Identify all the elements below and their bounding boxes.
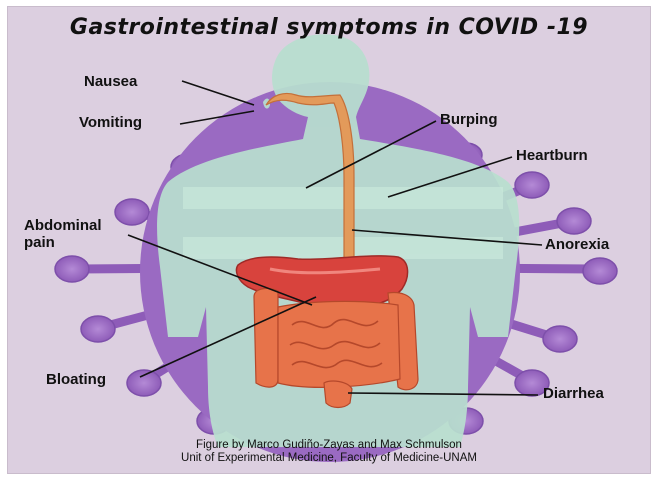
figure-title: Gastrointestinal symptoms in COVID -19 bbox=[8, 15, 650, 40]
label-abdominal-pain: Abdominal pain bbox=[24, 217, 102, 251]
label-diarrhea: Diarrhea bbox=[543, 385, 604, 402]
nausea-leader bbox=[182, 81, 254, 105]
label-abdominal-pain-line1: Abdominal bbox=[24, 217, 102, 234]
figure-credit: Figure by Marco Gudiño-Zayas and Max Sch… bbox=[8, 439, 650, 465]
label-heartburn: Heartburn bbox=[516, 147, 588, 164]
label-burping: Burping bbox=[440, 111, 498, 128]
figure-frame: Gastrointestinal symptoms in COVID -19 N… bbox=[7, 6, 651, 474]
label-vomiting: Vomiting bbox=[79, 114, 142, 131]
label-bloating: Bloating bbox=[46, 371, 106, 388]
credit-line-2: Unit of Experimental Medicine, Faculty o… bbox=[8, 452, 650, 465]
credit-line-1: Figure by Marco Gudiño-Zayas and Max Sch… bbox=[8, 439, 650, 452]
label-abdominal-pain-line2: pain bbox=[24, 234, 102, 251]
label-nausea: Nausea bbox=[84, 73, 137, 90]
label-anorexia: Anorexia bbox=[545, 236, 609, 253]
